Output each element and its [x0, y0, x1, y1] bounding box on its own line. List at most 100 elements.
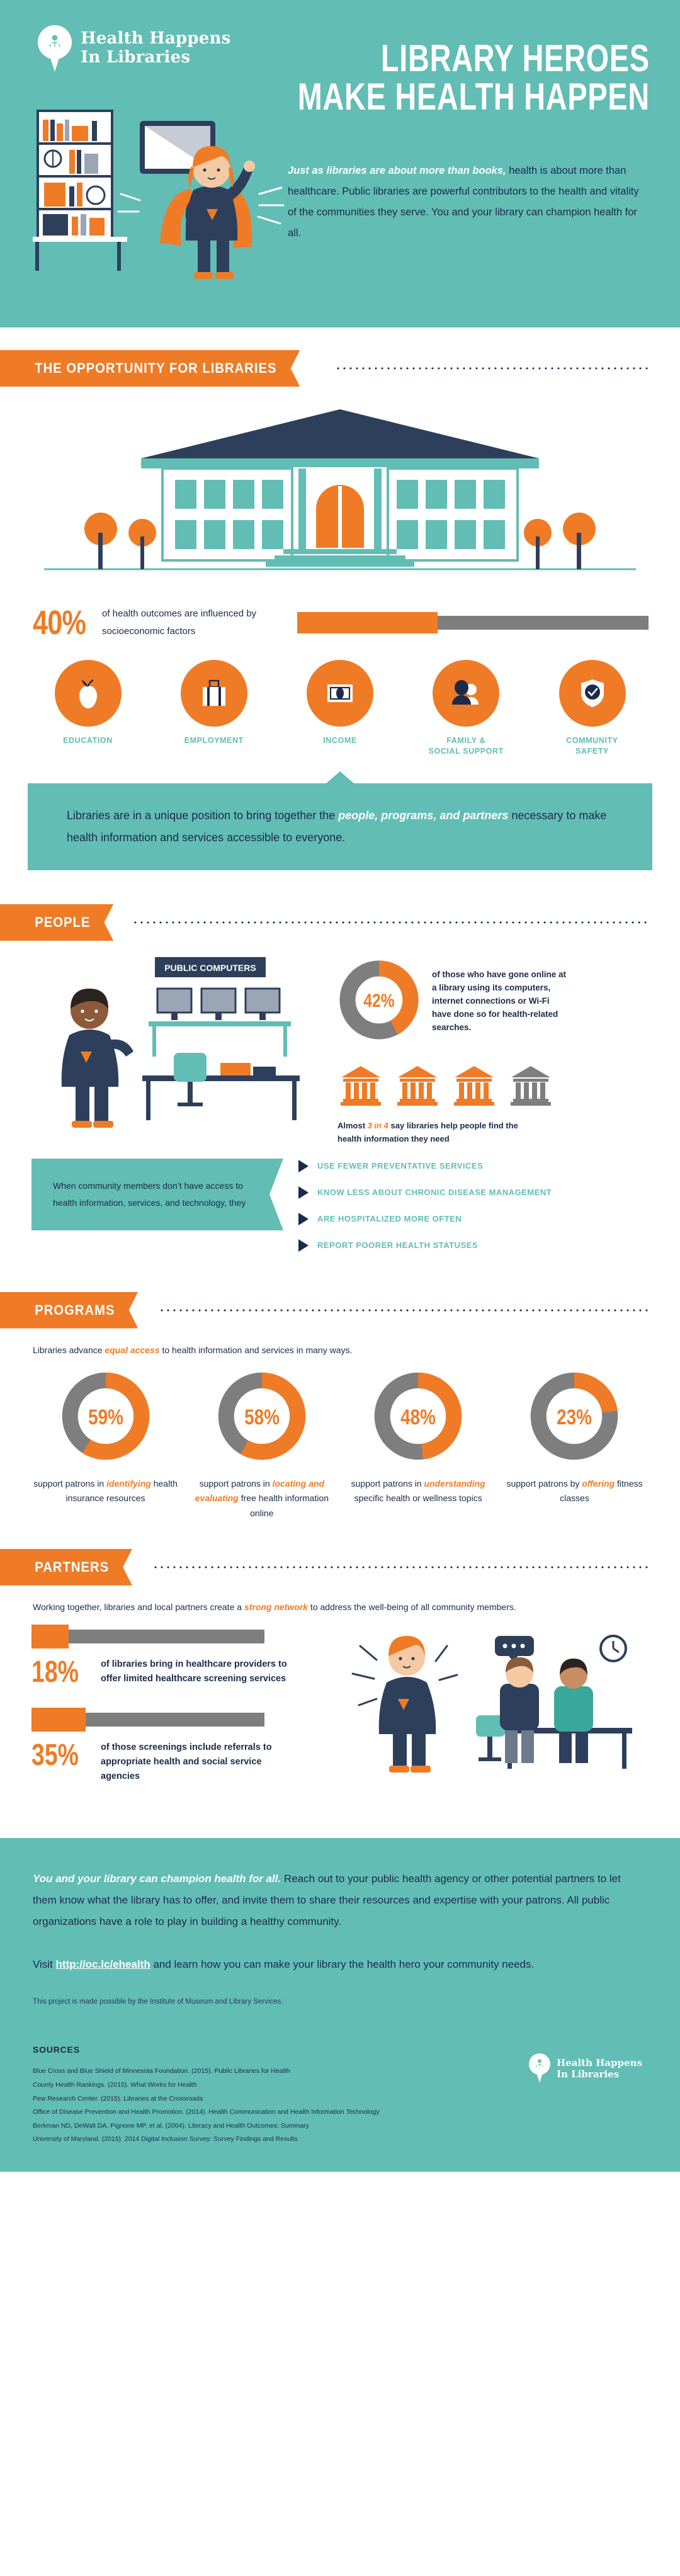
section-banner-programs: PROGRAMS — [0, 1292, 138, 1329]
briefcase-icon — [180, 660, 247, 727]
program-caption-emphasis: locating and evaluating — [195, 1478, 325, 1504]
source-item: Blue Cross and Blue Shield of Minnesota … — [33, 2067, 290, 2075]
consequence-label: ARE HOSPITALIZED MORE OFTEN — [317, 1214, 462, 1224]
sources-list: Blue Cross and Blue Shield of Minnesota … — [33, 2065, 647, 2146]
banks-caption-emphasis: 3 in 4 — [367, 1120, 388, 1130]
page-title-line-2: MAKE HEALTH HAPPEN — [297, 76, 650, 118]
library-building-icon — [451, 1061, 497, 1111]
partners-section: PARTNERS Working together, libraries and… — [0, 1521, 680, 1810]
source-item: University of Maryland. (2015). 2014 Dig… — [33, 2135, 298, 2143]
sources-section: SOURCES Blue Cross and Blue Shield of Mi… — [0, 2031, 680, 2172]
partner-stat-row: 35%of those screenings include referrals… — [31, 1740, 327, 1784]
program-stat-item: 58% support patrons in locating and evalu… — [188, 1369, 336, 1521]
triangle-bullet-icon — [298, 1186, 309, 1199]
public-computers-label: PUBLIC COMPUTERS — [164, 963, 256, 973]
banks-caption-pre: Almost — [337, 1120, 368, 1130]
library-building-icon — [394, 1061, 441, 1111]
map-pin-reader-icon — [38, 25, 72, 72]
dotted-rule — [132, 921, 649, 924]
source-item: County Health Rankings. (2015). What Wor… — [33, 2081, 197, 2089]
people-banner-row: PEOPLE — [0, 904, 680, 941]
programs-intro-emphasis: equal access — [105, 1344, 160, 1355]
factor-item: EDUCATION — [33, 660, 143, 757]
footer-visit-pre: Visit — [33, 1958, 56, 1971]
sources-heading: SOURCES — [33, 2045, 80, 2055]
donut-chart-48: 48% — [371, 1369, 465, 1467]
consequence-label: USE FEWER PREVENTATIVE SERVICES — [317, 1161, 484, 1171]
programs-donut-row: 59% support patrons in identifying health… — [0, 1355, 680, 1521]
factor-label: INCOME — [323, 736, 357, 745]
callout-post: necessary to make health information and… — [67, 809, 607, 844]
programs-section: PROGRAMS Libraries advance equal access … — [0, 1266, 680, 1521]
bar-track — [31, 1707, 264, 1732]
dotted-rule — [152, 1565, 649, 1569]
opportunity-stat-row: 40% of health outcomes are influenced by… — [0, 591, 680, 646]
donut-value: 23% — [557, 1405, 592, 1429]
hero-section: Health Happens In Libraries LIBRARY HERO… — [0, 0, 680, 327]
program-caption: support patrons in identifying health in… — [33, 1478, 178, 1504]
factor-label: FAMILY &SOCIAL SUPPORT — [428, 736, 504, 756]
consequence-item: USE FEWER PREVENTATIVE SERVICES — [298, 1159, 649, 1172]
brand-logo: Health Happens In Libraries — [0, 25, 680, 72]
stat-description: of health outcomes are influenced by soc… — [102, 608, 257, 637]
program-stat-item: 59% support patrons in identifying health… — [31, 1369, 179, 1521]
triangle-bullet-icon — [298, 1212, 309, 1225]
factor-item: INCOME — [285, 660, 395, 757]
donut-chart-59: 59% — [59, 1369, 153, 1467]
footer-visit-paragraph: Visit http://oc.lc/ehealth and learn how… — [33, 1954, 647, 1975]
program-caption: support patrons in understanding specifi… — [351, 1478, 485, 1504]
library-building-icon — [507, 1061, 554, 1111]
two-people-icon — [433, 660, 500, 727]
hero-body-text: health is about more than healthcare. Pu… — [288, 165, 639, 239]
partners-stats: 18% of libraries bring in healthcare prov… — [31, 1621, 327, 1810]
dotted-rule — [334, 367, 649, 370]
partner-stat-text: of those screenings include referrals to… — [101, 1742, 272, 1782]
programs-intro: Libraries advance equal access to health… — [0, 1329, 680, 1355]
apple-icon — [54, 660, 122, 727]
program-caption-emphasis: understanding — [424, 1478, 485, 1489]
partners-intro-emphasis: strong network — [244, 1601, 309, 1612]
hero-lead-text: Just as libraries are about more than bo… — [288, 165, 506, 176]
section-banner-people: PEOPLE — [0, 904, 113, 941]
shield-check-icon — [558, 660, 626, 727]
donut-chart-42: 42% — [337, 958, 421, 1045]
footer-visit-post: and learn how you can make your library … — [150, 1958, 535, 1971]
footer-brand-line-2: In Libraries — [557, 2068, 620, 2080]
consequence-item: REPORT POORER HEALTH STATUSES — [298, 1239, 649, 1252]
program-caption: support patrons in locating and evaluati… — [195, 1478, 329, 1519]
donut-value: 48% — [400, 1405, 436, 1429]
opportunity-bar-chart — [297, 612, 649, 633]
footer-body: Reach out to your public health agency o… — [33, 1873, 621, 1928]
opportunity-callout: Libraries are in a unique position to br… — [28, 771, 652, 870]
footer-lead: You and your library can champion health… — [33, 1873, 281, 1885]
banknote-icon — [307, 660, 373, 727]
donut-chart-58: 58% — [215, 1369, 309, 1467]
public-computers-illustration: PUBLIC COMPUTERS — [61, 956, 300, 1128]
partner-stat-text: of libraries bring in healthcare provide… — [101, 1659, 287, 1684]
opportunity-banner-row: THE OPPORTUNITY FOR LIBRARIES — [0, 350, 680, 387]
stat-value-40: 40% — [33, 604, 86, 642]
consequence-label: REPORT POORER HEALTH STATUSES — [317, 1240, 479, 1251]
bar-fill — [31, 1707, 86, 1732]
factor-label: EMPLOYMENT — [184, 736, 244, 745]
section-banner-opportunity: THE OPPORTUNITY FOR LIBRARIES — [0, 350, 300, 387]
bar-fill — [297, 612, 438, 633]
callout-emphasis: people, programs, and partners — [338, 809, 509, 822]
programs-intro-pre: Libraries advance — [33, 1344, 105, 1355]
footer-brand-name: Health Happens In Libraries — [557, 2057, 642, 2080]
bar-track — [297, 612, 649, 633]
ehealth-link[interactable]: http://oc.lc/ehealth — [55, 1958, 150, 1971]
callout-pointer — [326, 771, 354, 783]
partner-stat-value: 18% — [31, 1655, 79, 1689]
program-caption: support patrons by offering fitness clas… — [506, 1478, 643, 1504]
page-title-line-1: LIBRARY HEROES — [381, 37, 650, 79]
socioeconomic-factors-row: EDUCATION EMPLOYMENT INCOME FAMILY &SOCIAL … — [0, 646, 680, 757]
people-donut-row: 42% of those who have gone online at a l… — [337, 958, 649, 1045]
factor-label: EDUCATION — [63, 736, 113, 745]
hero-illustration — [33, 110, 285, 279]
factor-item: FAMILY &SOCIAL SUPPORT — [411, 660, 521, 757]
people-body: PUBLIC COMPUTERS — [0, 941, 680, 1146]
